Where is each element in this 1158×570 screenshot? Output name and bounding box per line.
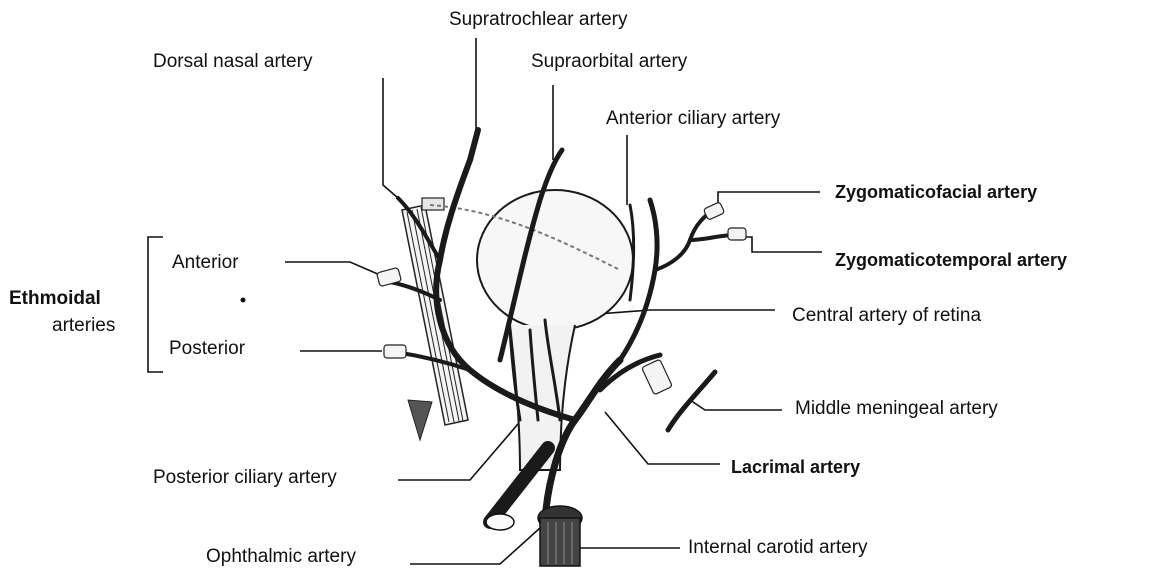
leader-dorsal-nasal — [383, 78, 398, 198]
leader-middle-meningeal — [690, 400, 782, 410]
leader-ethmoidal-anterior — [285, 262, 380, 275]
label-middle-meningeal-artery: Middle meningeal artery — [795, 399, 998, 418]
muscle-column — [402, 198, 468, 440]
leader-ophthalmic — [410, 528, 540, 564]
label-ethmoidal-posterior: Posterior — [169, 339, 245, 358]
label-lacrimal-artery: Lacrimal artery — [731, 458, 860, 476]
label-ethmoidal-anterior: Anterior — [172, 253, 239, 272]
label-internal-carotid-artery: Internal carotid artery — [688, 538, 868, 557]
label-dorsal-nasal-artery: Dorsal nasal artery — [153, 52, 312, 71]
label-supratrochlear-artery: Supratrochlear artery — [449, 10, 627, 29]
internal-carotid — [486, 506, 582, 566]
ethmoidal-bracket — [148, 237, 163, 372]
label-zygomaticofacial-artery: Zygomaticofacial artery — [835, 183, 1037, 201]
label-ethmoidal: Ethmoidal — [9, 289, 101, 308]
label-zygomaticotemporal-artery: Zygomaticotemporal artery — [835, 251, 1067, 269]
label-arteries: arteries — [52, 316, 115, 335]
label-ophthalmic-artery: Ophthalmic artery — [206, 547, 356, 566]
leader-zygomaticofacial — [718, 192, 820, 208]
label-supraorbital-artery: Supraorbital artery — [531, 52, 687, 71]
leader-zygomaticotemporal — [738, 237, 822, 252]
dot-marker — [241, 298, 246, 303]
leader-lacrimal — [605, 412, 720, 464]
label-central-artery-of-retina: Central artery of retina — [792, 306, 981, 325]
label-anterior-ciliary-artery: Anterior ciliary artery — [606, 109, 780, 128]
label-posterior-ciliary-artery: Posterior ciliary artery — [153, 468, 337, 487]
